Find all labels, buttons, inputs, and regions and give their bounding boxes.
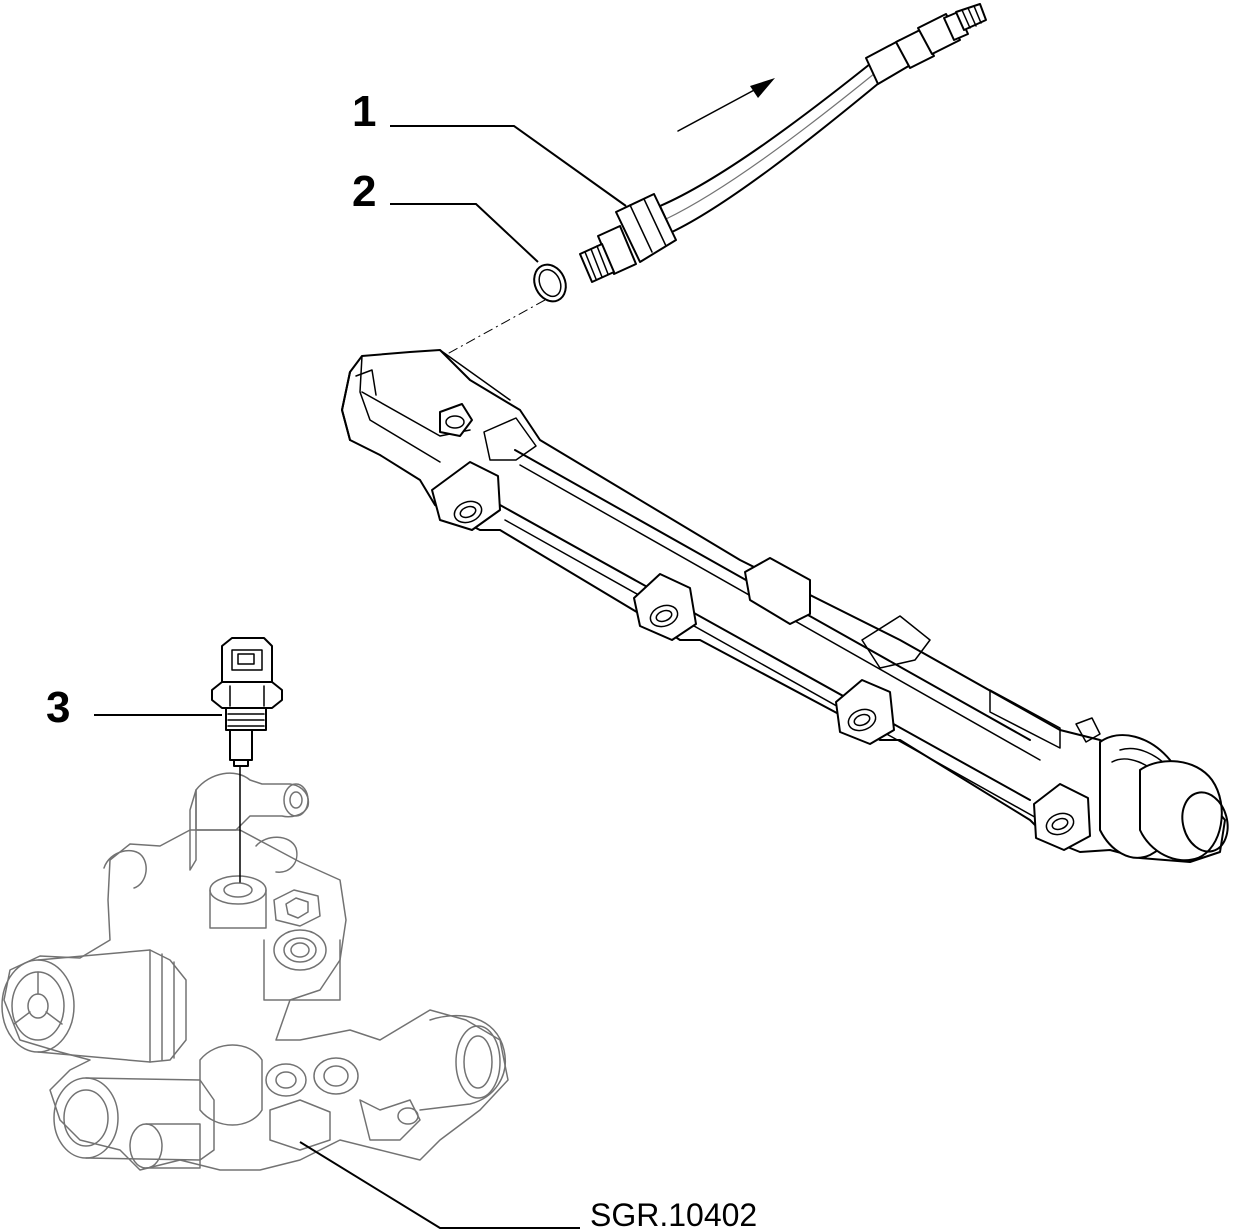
reference-code-leader (299, 1141, 580, 1229)
flow-direction-arrow (677, 78, 775, 132)
fuel-pipe (579, 3, 987, 283)
callout-label-3: 3 (46, 683, 70, 732)
mount-boss-1 (431, 461, 501, 531)
o-ring-seal (533, 263, 567, 303)
thermostat-housing (1, 772, 509, 1171)
mount-boss-3 (835, 679, 895, 745)
callout-leader-1 (390, 125, 627, 207)
callout-leader-2 (390, 203, 539, 263)
callout-label-1: 1 (352, 87, 376, 136)
mount-boss-2 (633, 573, 697, 641)
diagram-reference-code: SGR.10402 (590, 1197, 757, 1230)
assembly-centerline (439, 299, 546, 359)
callout-label-2: 2 (352, 167, 376, 216)
temperature-sensor (211, 637, 283, 767)
rail-end-cap (1099, 734, 1229, 862)
fuel-rail (341, 349, 1229, 863)
mount-boss-4 (1033, 783, 1091, 851)
